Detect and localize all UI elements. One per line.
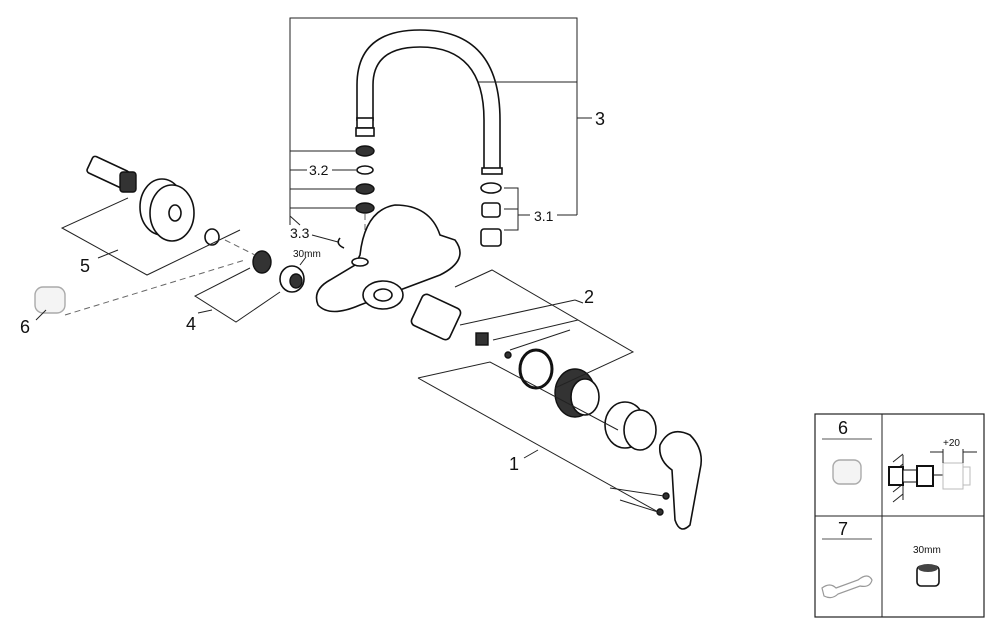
mixer-body xyxy=(315,204,461,313)
wall-flange xyxy=(139,178,195,242)
o-ring xyxy=(518,348,554,390)
nut-size-label: 30mm xyxy=(293,249,321,260)
callout-3-3: 3.3 xyxy=(290,225,310,241)
eccentric-connector xyxy=(86,155,137,193)
legend-box: 6 7 +20 30mm xyxy=(814,413,985,618)
extension-6 xyxy=(34,259,246,316)
spout xyxy=(355,29,503,175)
aerator-3-1 xyxy=(480,182,502,247)
callout-4: 4 xyxy=(186,314,196,334)
callout-3: 3 xyxy=(595,109,605,129)
cartridge xyxy=(410,293,512,359)
rosette xyxy=(604,401,657,451)
callout-3-2: 3.2 xyxy=(309,162,329,178)
callout-1: 1 xyxy=(509,454,519,474)
nut-icon xyxy=(916,564,940,587)
lever-handle xyxy=(656,430,703,530)
leader-lines xyxy=(35,17,665,514)
washer xyxy=(204,228,220,246)
legend-item-6-number: 6 xyxy=(838,418,848,438)
extension-install-icon xyxy=(888,449,977,503)
callout-2: 2 xyxy=(584,287,594,307)
extension-length-label: +20 xyxy=(943,438,960,449)
threaded-sleeve xyxy=(554,368,600,418)
legend-nut-size: 30mm xyxy=(913,545,941,556)
callout-5: 5 xyxy=(80,256,90,276)
legend-item-7-number: 7 xyxy=(838,519,848,539)
extension-icon xyxy=(832,459,862,485)
wrench-icon xyxy=(821,575,873,599)
nut-parts-4 xyxy=(252,250,305,293)
axis-line xyxy=(224,239,256,256)
callout-6: 6 xyxy=(20,317,30,337)
callout-3-1: 3.1 xyxy=(534,208,554,224)
